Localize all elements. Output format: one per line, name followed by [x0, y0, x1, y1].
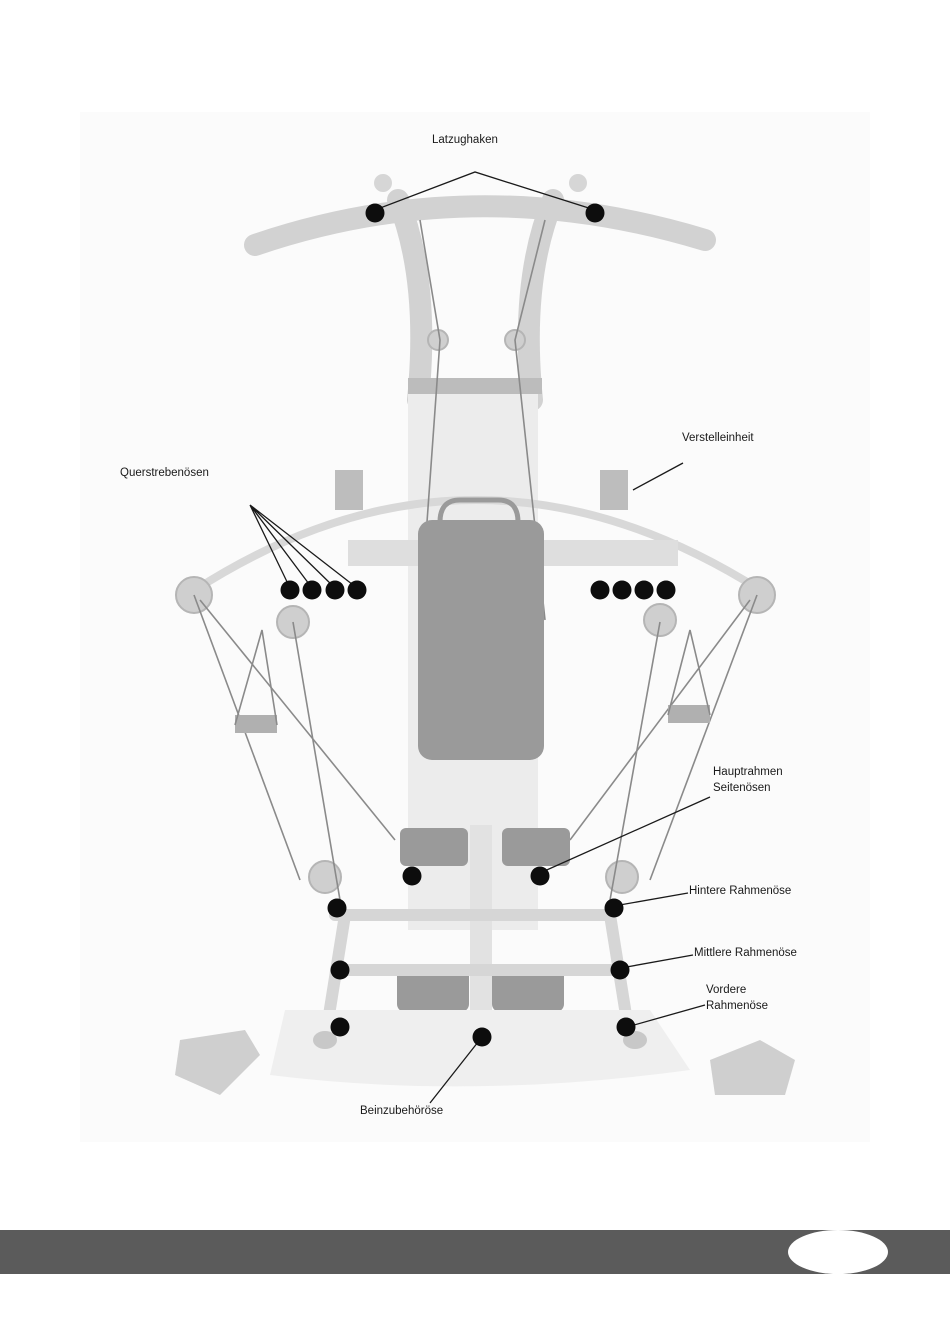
page-number-oval: [788, 1230, 888, 1274]
adjustment-unit-left: [335, 470, 363, 510]
mid-pulley-right: [644, 604, 676, 636]
label-querstrebenoesen: Querstrebenösen: [120, 467, 209, 479]
label-verstelleinheit: Verstelleinheit: [682, 432, 754, 444]
label-vordere-2: Rahmenöse: [706, 1000, 768, 1012]
dot-mittlere-right: [611, 961, 630, 980]
dot-latzughaken-left: [366, 204, 385, 223]
leg-pad-upper-left: [400, 828, 468, 866]
dot-querstrebe-right-4: [657, 581, 676, 600]
dot-querstrebe-left-2: [303, 581, 322, 600]
dot-querstrebe-right-2: [613, 581, 632, 600]
dot-querstrebe-left-3: [326, 581, 345, 600]
handle-right: [668, 705, 710, 723]
dot-mittlere-left: [331, 961, 350, 980]
label-latzughaken: Latzughaken: [432, 134, 498, 146]
dot-querstrebe-right-3: [635, 581, 654, 600]
label-hauptrahmen-2: Seitenösen: [713, 782, 771, 794]
label-hintere-rahmenoese: Hintere Rahmenöse: [689, 885, 791, 897]
adjustment-unit-right: [600, 470, 628, 510]
leg-pad-upper-right: [502, 828, 570, 866]
dot-querstrebe-left-1: [281, 581, 300, 600]
dot-hintere-right: [605, 899, 624, 918]
dot-querstrebe-right-1: [591, 581, 610, 600]
low-pulley-right: [606, 861, 638, 893]
backrest-pad: [418, 520, 544, 760]
column-band: [408, 378, 542, 394]
dot-vordere-right: [617, 1018, 636, 1037]
label-vordere-1: Vordere: [706, 984, 746, 996]
dot-hintere-left: [328, 899, 347, 918]
label-mittlere-rahmenoese: Mittlere Rahmenöse: [694, 947, 797, 959]
handle-left: [235, 715, 277, 733]
dot-hauptrahmen-right: [531, 867, 550, 886]
label-hauptrahmen-1: Hauptrahmen: [713, 766, 783, 778]
dot-hauptrahmen-left: [403, 867, 422, 886]
dot-beinzubehoer: [473, 1028, 492, 1047]
label-beinzubehoeroese: Beinzubehöröse: [360, 1105, 443, 1117]
lat-bar-knob-right: [569, 174, 587, 192]
dot-vordere-left: [331, 1018, 350, 1037]
lat-bar-knob-left: [374, 174, 392, 192]
dot-latzughaken-right: [586, 204, 605, 223]
dot-querstrebe-left-4: [348, 581, 367, 600]
seat-column: [470, 825, 492, 1020]
upper-pulley-left: [428, 330, 448, 350]
